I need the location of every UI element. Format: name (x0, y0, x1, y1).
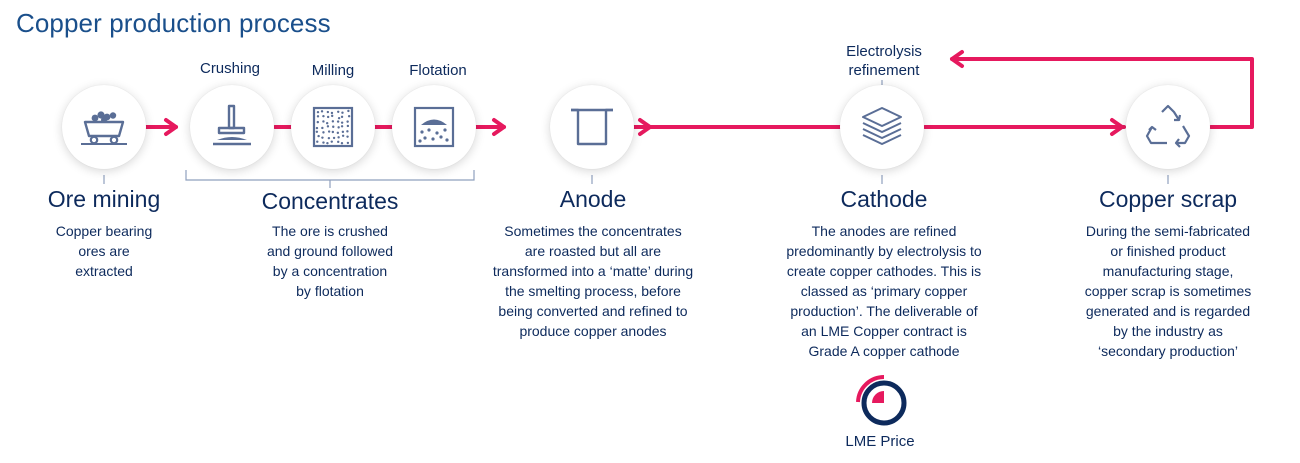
arrowhead (492, 118, 506, 136)
anode-icon (571, 108, 613, 146)
milling-particle (337, 136, 340, 139)
recycle-icon (1145, 104, 1191, 148)
desc-concentrates: The ore is crushed and ground followed b… (266, 223, 394, 299)
cathode-layers-icon (862, 107, 902, 145)
milling-particle (340, 115, 344, 119)
milling-particle (336, 131, 340, 135)
milling-particle (330, 111, 334, 115)
heading-anode: Anode (559, 186, 627, 212)
milling-particle (316, 110, 320, 114)
arrowhead (950, 50, 964, 68)
milling-particle (337, 116, 341, 120)
milling-particle (332, 136, 336, 140)
milling-particle (326, 115, 330, 119)
lme-price-label: LME Price (845, 433, 915, 450)
milling-particle (336, 120, 340, 123)
milling-particle (322, 141, 325, 144)
milling-particle (330, 140, 333, 143)
step-ore-mining (62, 85, 146, 169)
milling-particle (317, 134, 320, 138)
milling-particle (346, 130, 349, 133)
milling-particle (315, 130, 319, 133)
milling-particle (337, 126, 340, 129)
milling-particle (331, 130, 335, 134)
desc-copper-scrap: During the semi-fabricated or finished p… (1084, 223, 1252, 359)
milling-particle (315, 126, 319, 130)
step-label-flotation: Flotation (409, 62, 467, 79)
concentrates-bracket (185, 170, 475, 188)
milling-icon (312, 106, 354, 148)
milling-particle (330, 114, 334, 118)
step-label-electrolysis: Electrolysis refinement (846, 43, 922, 79)
milling-particle (320, 110, 324, 113)
lme-price-icon (856, 375, 907, 426)
milling-particle (341, 111, 344, 114)
milling-particle (341, 134, 345, 138)
milling-particle (337, 110, 340, 113)
milling-particle (347, 109, 350, 113)
milling-particle (316, 120, 319, 124)
desc-anode: Sometimes the concentrates are roasted b… (492, 223, 694, 339)
heading-cathode: Cathode (840, 186, 928, 212)
milling-particle (321, 126, 324, 130)
step-crushing (190, 85, 274, 169)
milling-particle (327, 136, 331, 140)
milling-particle (322, 120, 325, 123)
milling-particle (322, 131, 325, 134)
milling-particle (326, 141, 329, 145)
milling-particle (340, 121, 344, 124)
heading-ore-mining: Ore mining (47, 186, 161, 212)
arrowhead (638, 118, 652, 136)
step-label-crushing: Crushing (199, 60, 261, 77)
diagram-title: Copper production process (16, 8, 331, 38)
milling-particle (346, 120, 349, 123)
step-copper-scrap (1126, 85, 1210, 169)
milling-particle (321, 136, 324, 139)
milling-particle (346, 124, 350, 128)
arrowhead (1110, 118, 1124, 136)
step-milling (291, 85, 375, 169)
milling-particle (331, 120, 335, 123)
milling-particle (341, 130, 345, 134)
milling-particle (346, 135, 349, 138)
step-cathode (840, 85, 924, 169)
heading-concentrates: Concentrates (261, 188, 399, 214)
heading-copper-scrap: Copper scrap (1098, 186, 1238, 212)
milling-particle (340, 125, 344, 128)
desc-ore-mining: Copper bearing ores are extracted (55, 223, 153, 279)
milling-particle (316, 115, 320, 118)
flotation-icon (413, 106, 455, 148)
desc-cathode: The anodes are refined predominantly by … (786, 223, 982, 359)
mine-cart-icon (81, 111, 127, 145)
milling-particle (327, 130, 331, 133)
recycle-loop-connector (950, 57, 1254, 129)
crusher-icon (213, 104, 251, 146)
milling-particle (347, 115, 351, 118)
milling-particle (326, 125, 330, 128)
milling-particle (337, 140, 340, 144)
step-anode (550, 85, 634, 169)
step-label-milling: Milling (311, 62, 355, 79)
milling-particle (316, 140, 319, 143)
milling-particle (326, 110, 330, 114)
milling-particle (340, 142, 344, 145)
milling-particle (346, 141, 350, 145)
milling-particle (325, 122, 329, 125)
milling-particle (322, 114, 325, 118)
arrowhead (164, 118, 178, 136)
step-flotation (392, 85, 476, 169)
milling-particle (332, 125, 335, 128)
